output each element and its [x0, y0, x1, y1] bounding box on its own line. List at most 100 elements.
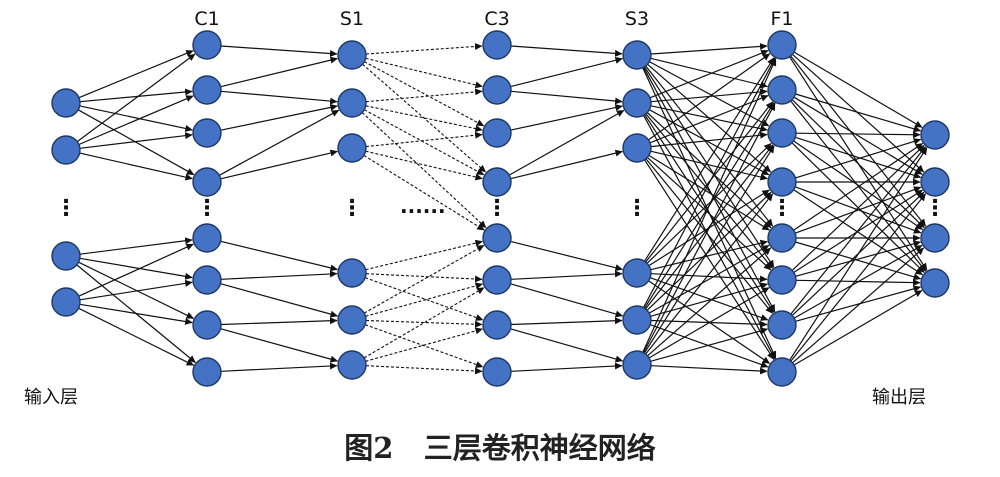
ellipsis-s3: ⋮ [626, 196, 648, 221]
edge-s1-c3 [364, 61, 485, 127]
edge-c1-s1 [220, 149, 338, 180]
edge-c3-s3 [510, 240, 623, 272]
layer-label-c3: C3 [484, 8, 509, 30]
edge-s1-c3 [364, 109, 485, 176]
node-s3 [622, 305, 652, 335]
edge-s3-f1 [646, 191, 772, 311]
node-s3 [622, 258, 652, 288]
edge-input-c1 [78, 50, 194, 99]
edge-s3-f1 [643, 145, 775, 354]
node-f1 [767, 118, 797, 148]
edge-f1-output [792, 247, 925, 364]
edge-s1-c3 [365, 277, 484, 321]
node-c1 [192, 265, 222, 295]
edge-s1-c3 [365, 42, 483, 55]
edge-s3-f1 [649, 49, 769, 99]
layer-label-s1: S1 [340, 8, 364, 30]
edge-f1-output [791, 53, 925, 173]
node-input [51, 135, 81, 165]
edge-f1-output [793, 51, 923, 128]
layer-label-s3: S3 [625, 8, 649, 30]
edge-s3-f1 [648, 244, 770, 314]
edge-c3-s3 [508, 109, 625, 176]
edge-c1-s1 [220, 328, 338, 363]
edge-input-c1 [79, 257, 193, 280]
edge-c1-s1 [220, 56, 338, 88]
edge-s3-f1 [649, 61, 770, 127]
edge-c1-s1 [220, 362, 338, 372]
node-c3 [482, 75, 512, 105]
node-f1 [767, 310, 797, 340]
edge-f1-output [793, 96, 923, 175]
edge-s3-f1 [650, 239, 768, 271]
edge-c3-s3 [510, 149, 623, 180]
node-c3 [482, 118, 512, 148]
edge-s1-c3 [365, 131, 483, 148]
edge-f1-output [795, 93, 922, 133]
edge-s1-c3 [363, 244, 485, 314]
node-c3 [482, 30, 512, 60]
edge-input-c1 [78, 95, 194, 146]
edge-s1-c3 [365, 273, 483, 283]
node-c3 [482, 357, 512, 387]
edge-s3-f1 [646, 112, 772, 229]
edge-s3-f1 [645, 158, 773, 314]
node-output [920, 167, 950, 197]
edge-s3-f1 [646, 156, 772, 271]
edge-s1-c3 [365, 324, 484, 368]
input-layer-label: 输入层 [24, 387, 78, 408]
edge-c1-s1 [220, 45, 338, 58]
node-f1 [767, 75, 797, 105]
edge-s1-c3 [365, 327, 483, 362]
edge-c3-s3 [510, 45, 623, 57]
edge-f1-output [790, 146, 927, 315]
edge-c1-s1 [220, 240, 338, 272]
ellipsis-horizontal: ...... [400, 194, 446, 218]
edge-c1-s1 [220, 317, 338, 326]
edge-c1-s1 [219, 109, 340, 176]
edge-input-c1 [78, 261, 194, 319]
edge-s3-f1 [650, 105, 768, 133]
node-output [920, 120, 950, 150]
edge-s1-c3 [365, 150, 483, 181]
edge-c3-s3 [510, 104, 623, 131]
edge-c1-s1 [220, 90, 338, 105]
node-s3 [622, 40, 652, 70]
node-c1 [192, 357, 222, 387]
edge-s3-f1 [649, 277, 769, 321]
ellipsis-input: ⋮ [55, 196, 77, 221]
layer-label-f1: F1 [770, 8, 793, 30]
edge-s3-f1 [650, 282, 768, 317]
edge-s1-c3 [365, 57, 483, 89]
edges-group [76, 42, 928, 375]
node-c1 [192, 75, 222, 105]
edge-f1-output [793, 189, 923, 276]
node-s1 [337, 350, 367, 380]
edge-f1-output [795, 138, 922, 179]
node-s1 [337, 40, 367, 70]
ellipsis-f1: ⋮ [771, 196, 793, 221]
node-c1 [192, 118, 222, 148]
edge-s1-c3 [365, 88, 483, 103]
edge-f1-output [793, 289, 923, 366]
edge-s3-f1 [648, 53, 771, 141]
edge-c3-s3 [510, 283, 624, 318]
node-s1 [337, 133, 367, 163]
edge-s3-f1 [643, 67, 776, 313]
edge-s1-c3 [365, 319, 483, 328]
edge-s1-c3 [365, 282, 483, 317]
node-c1 [192, 167, 222, 197]
node-f1 [767, 30, 797, 60]
edge-f1-output [793, 142, 924, 231]
node-f1 [767, 167, 797, 197]
node-c3 [482, 223, 512, 253]
node-input [51, 241, 81, 271]
node-c1 [192, 30, 222, 60]
node-input [51, 287, 81, 317]
edge-input-c1 [78, 243, 194, 297]
edge-input-c1 [77, 109, 195, 176]
node-s1 [337, 88, 367, 118]
edge-c3-s3 [510, 362, 623, 372]
edge-f1-output [795, 240, 921, 277]
edge-s3-f1 [649, 94, 769, 144]
